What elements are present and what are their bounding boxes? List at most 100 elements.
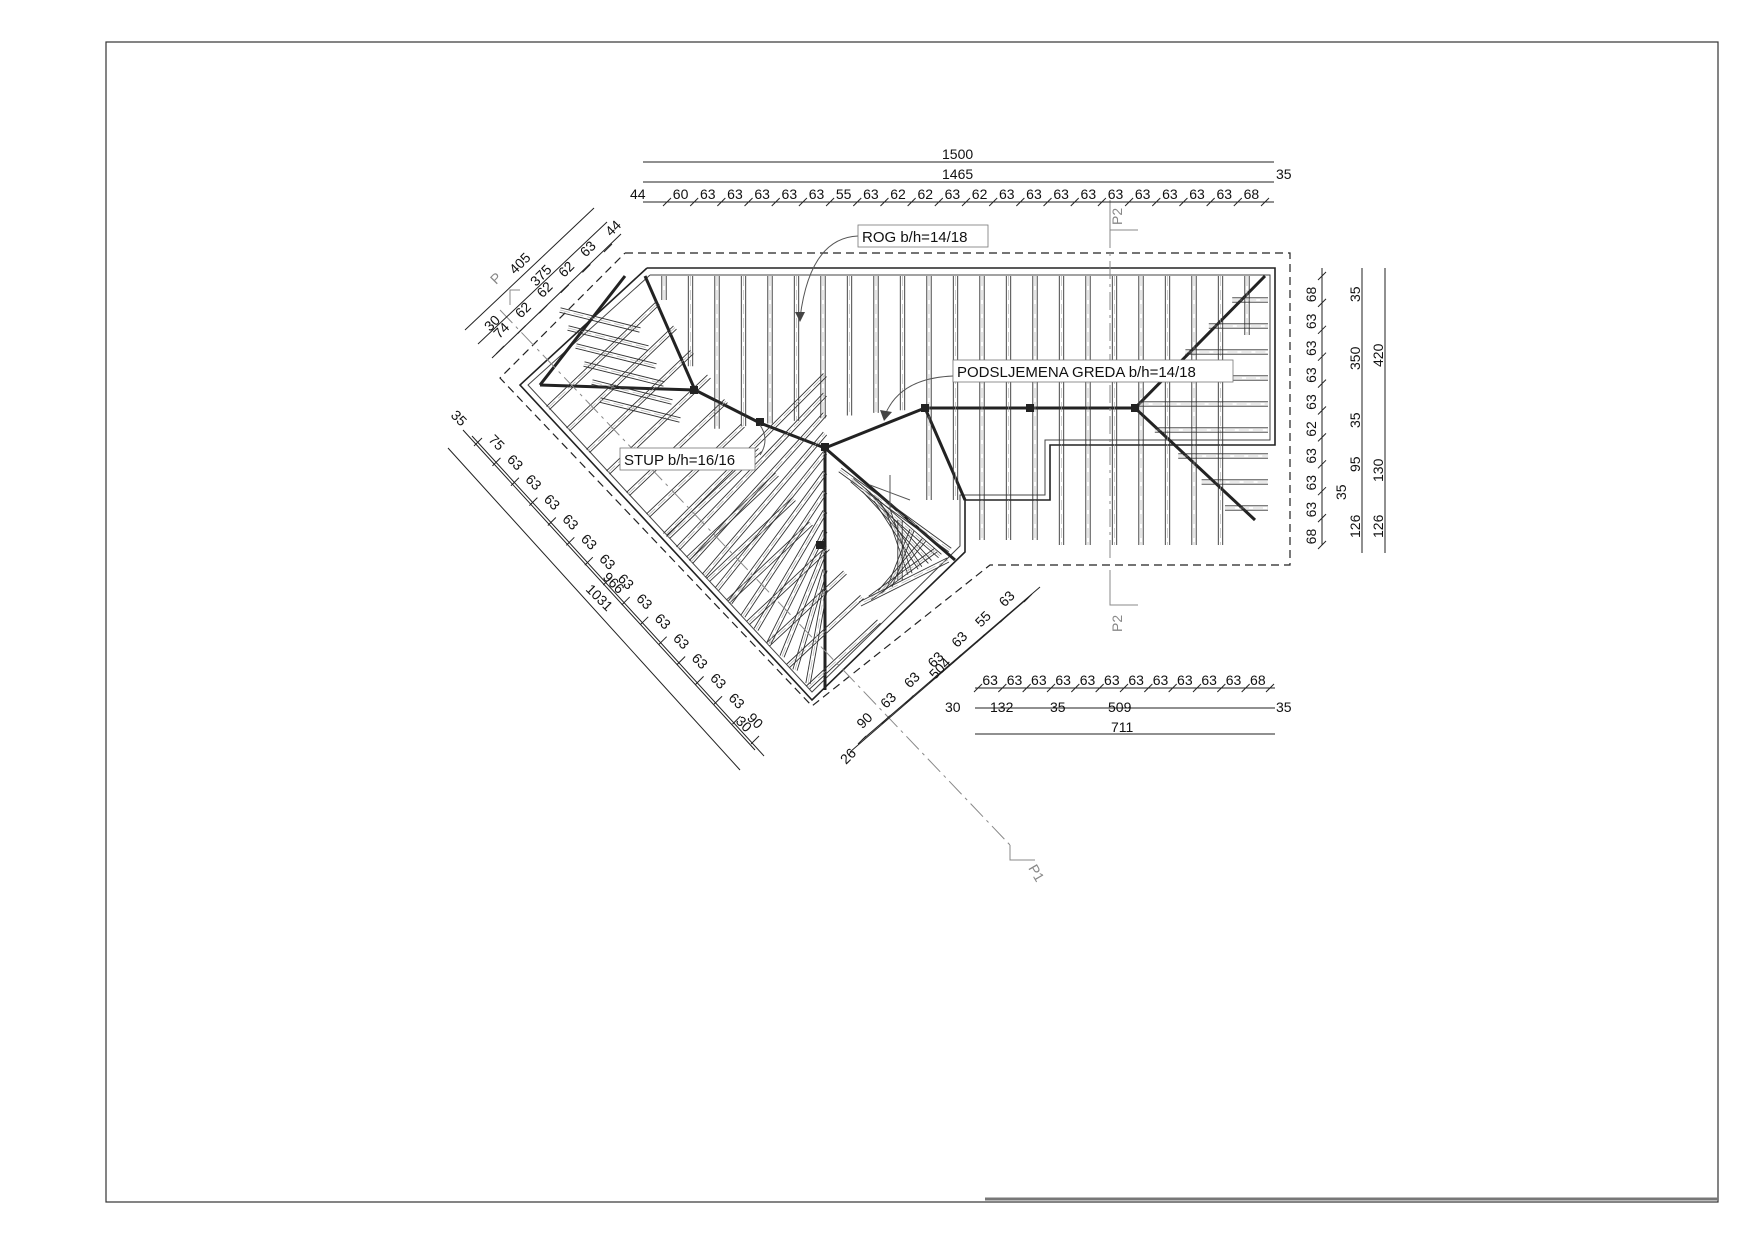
dim-tick	[952, 654, 962, 664]
dim-value: 68	[1303, 286, 1319, 302]
dim-tick	[1070, 197, 1080, 207]
rafter	[899, 276, 906, 411]
rafter	[1217, 276, 1224, 545]
dim-b-35a: 35	[1050, 699, 1066, 715]
dim-value: 63	[523, 471, 545, 493]
dim-value: 63	[1189, 186, 1205, 202]
dim-b-711: 711	[1111, 719, 1134, 735]
dim-tick	[1317, 325, 1327, 335]
dim-lr-a: 26	[837, 745, 859, 767]
rafter	[926, 276, 932, 500]
rafter	[820, 276, 826, 419]
rafter	[714, 451, 828, 591]
dim-value: 63	[1128, 672, 1144, 688]
podsljemena-label-box	[952, 359, 1234, 383]
dim-tick	[1022, 683, 1032, 693]
dim-tick	[1168, 683, 1178, 693]
rafter	[726, 521, 813, 604]
dim-tick	[988, 197, 998, 207]
dim-top-total: 1500	[942, 146, 973, 162]
dimension-lines	[447, 161, 1386, 771]
dim-b-509: 509	[1108, 699, 1132, 715]
rog-label: ROG b/h=14/18	[862, 229, 967, 246]
dim-tick	[1124, 197, 1134, 207]
dim-lw-a: 35	[448, 407, 470, 429]
dim-r-126b: 126	[1370, 514, 1386, 538]
dim-value: 62	[1303, 421, 1319, 437]
roof-wall-outline	[518, 267, 1276, 702]
dim-value: 63	[1303, 448, 1319, 464]
dim-value: 63	[901, 668, 923, 690]
rog-label-box	[857, 224, 989, 248]
dim-value: 63	[1162, 186, 1178, 202]
rafter	[885, 509, 913, 575]
rafter	[740, 276, 747, 427]
rafter	[687, 276, 694, 367]
rafter	[952, 276, 959, 500]
rafter	[1154, 427, 1268, 433]
dim-ul-b: 44	[602, 217, 624, 239]
rafter	[1225, 505, 1268, 511]
dim-tick	[732, 715, 741, 725]
dim-tick	[689, 197, 699, 207]
rafter	[793, 276, 800, 421]
label-leaders	[759, 235, 954, 510]
dim-tick	[997, 683, 1007, 693]
dim-value: 63	[670, 630, 692, 652]
dim-tick	[1241, 683, 1251, 693]
rafter	[1138, 401, 1268, 407]
stup-label: STUP b/h=16/16	[624, 452, 735, 469]
dim-tick	[538, 304, 548, 314]
dim-tick	[547, 517, 557, 526]
rafter	[846, 276, 853, 416]
dim-tick	[1097, 197, 1107, 207]
rafter	[1232, 297, 1268, 303]
rafter	[1005, 276, 1012, 540]
rafter	[1085, 276, 1091, 545]
dim-value: 63	[1177, 672, 1193, 688]
dim-value: 63	[1303, 313, 1319, 329]
dim-value: 63	[633, 590, 655, 612]
dim-tick	[905, 695, 914, 704]
rafter	[559, 307, 641, 333]
section-p1-mark	[1009, 845, 1035, 861]
dim-value: 63	[1303, 367, 1319, 383]
rafter	[689, 412, 827, 564]
dim-value: 68	[1303, 529, 1319, 545]
dim-tick	[676, 656, 686, 665]
rafter	[727, 470, 828, 605]
dim-tick	[1317, 298, 1327, 308]
dim-tick	[658, 636, 668, 646]
dim-tick	[717, 197, 726, 207]
dim-value: 63	[700, 186, 716, 202]
dim-tick	[1317, 433, 1327, 442]
dim-tick	[928, 674, 938, 684]
dim-value: 63	[1153, 672, 1169, 688]
dim-tick	[881, 715, 891, 725]
dim-value: 63	[945, 186, 961, 202]
dim-value: 63	[948, 628, 970, 650]
rafter	[546, 301, 660, 410]
dim-r-35b: 35	[1347, 412, 1363, 428]
dim-value: 63	[1080, 672, 1096, 688]
dim-tick	[1151, 197, 1161, 207]
dim-tick	[1043, 197, 1052, 207]
dim-value: 63	[1303, 340, 1319, 356]
rafter	[746, 546, 830, 625]
rafter	[586, 350, 694, 453]
dim-value: 63	[1108, 186, 1124, 202]
dim-value: 63	[863, 186, 879, 202]
dim-value: 63	[504, 451, 526, 473]
rog-arrowhead	[795, 312, 805, 322]
dim-tick	[1317, 271, 1327, 281]
dim-value: 63	[1031, 672, 1047, 688]
dim-r-350: 350	[1347, 346, 1363, 370]
dim-value: 63	[541, 491, 563, 513]
dim-tick	[1233, 197, 1243, 207]
dim-value: 63	[1303, 475, 1319, 491]
rafters	[546, 276, 1268, 690]
dim-top-inner: 1465	[942, 166, 973, 182]
dim-value: 63	[1081, 186, 1097, 202]
dim-value: 63	[707, 670, 729, 692]
dim-r-130: 130	[1370, 458, 1386, 482]
